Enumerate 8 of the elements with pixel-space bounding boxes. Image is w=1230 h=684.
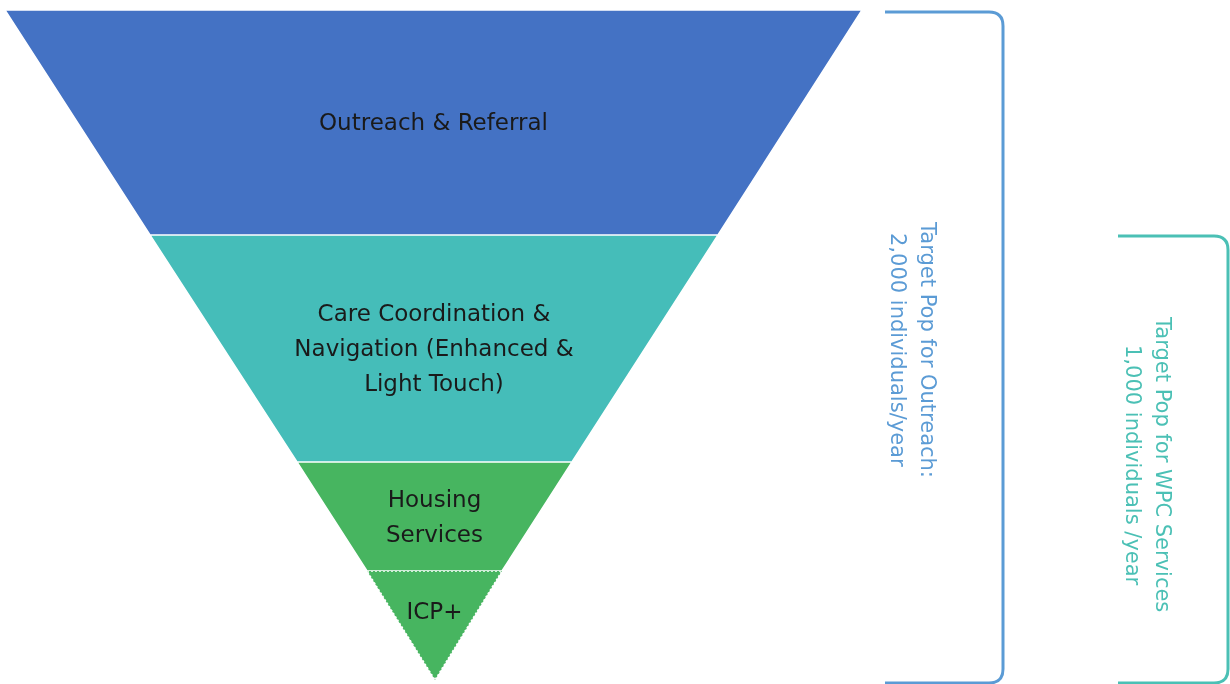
bracket-label: Target Pop for Outreach: 2,000 individuals/year: [885, 221, 941, 480]
funnel-band: [5, 10, 862, 235]
bracket-label: Target Pop for WPC Services 1,000 individuals /year: [1120, 316, 1176, 615]
band-label: Housing Services: [385, 484, 484, 549]
band-label: Care Coordination & Navigation (Enhanced & Light Touch): [293, 299, 575, 398]
band-label: ICP+: [406, 597, 463, 627]
band-label: Outreach & Referral: [319, 108, 548, 137]
funnel-band: [150, 235, 718, 462]
